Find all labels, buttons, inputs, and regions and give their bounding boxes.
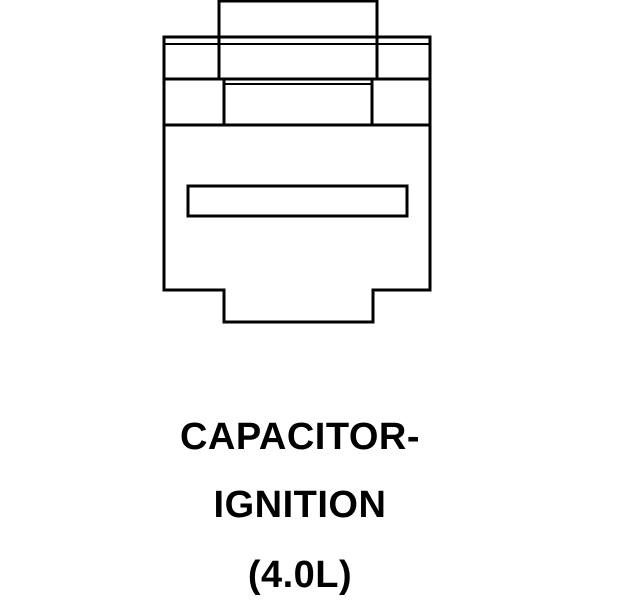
connector-lock-block — [222, 77, 374, 127]
caption-line-ignition: IGNITION — [213, 484, 387, 526]
caption-line-capacitor: CAPACITOR- — [179, 416, 421, 458]
terminal-slot — [186, 184, 409, 218]
caption-line-engine-size: (4.0L) — [247, 554, 353, 596]
capacitor-connector-drawing — [162, 0, 432, 324]
connector-top-latch — [217, 0, 379, 81]
connector-body-outline — [162, 35, 432, 324]
